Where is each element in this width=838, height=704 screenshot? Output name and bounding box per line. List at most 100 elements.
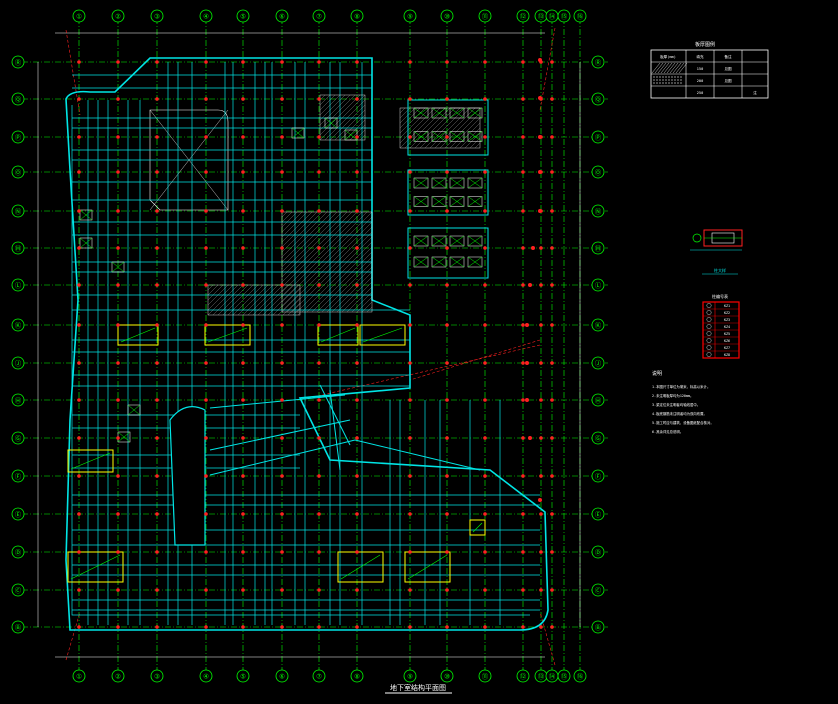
side-cell-x [431,256,447,268]
hatch-stroke [287,302,301,316]
row-axis-left-15-label: Ⓒ [15,586,22,594]
row-axis-right-9-label: Ⓙ [595,359,602,367]
col-axis-bottom-1-circle [72,669,86,683]
legend-dot [659,76,661,78]
row-axis-right-16: Ⓑ [591,620,605,634]
row-axis-left-13-circle [11,507,25,521]
column-13-14 [539,550,543,554]
column-8-6 [355,246,359,250]
column-8-14 [355,550,359,554]
column-3-13 [155,512,159,516]
side-cell [413,131,429,142]
col-axis-bottom-3-label: ③ [154,672,160,680]
col-axis-top-6: ⑥ [275,9,289,23]
col-axis-bottom-7: ⑦ [312,669,326,683]
hatch-stroke [464,132,481,149]
col-axis-top-16-label: ⑯ [577,12,584,20]
highlight-diag [407,554,448,580]
hatch-stroke [286,226,373,313]
column-1-7 [77,283,81,287]
highlight-frame [359,324,406,346]
col-axis-top-2-circle [111,9,125,23]
ramp-core [169,406,206,546]
col-axis-top-11: ⑪ [478,9,492,23]
column-2-13 [116,512,120,516]
hatch-stroke [207,284,224,301]
column-12-10 [521,398,525,402]
column-5-11 [241,436,245,440]
column-7-3 [317,135,321,139]
edge-column-12 [538,498,542,502]
opening-frame [344,129,358,141]
column-2-2 [116,97,120,101]
col-axis-bottom-10-label: ⑩ [444,672,450,680]
legend-dot [656,76,658,78]
row-axis-right-9: Ⓙ [591,356,605,370]
col-axis-top-9-label: ⑨ [407,12,413,20]
legend-header-3: 备注 [724,54,732,59]
column-11-11 [483,436,487,440]
opening-frame [79,209,93,221]
hatch-stroke [281,211,303,233]
column-2-1 [116,60,120,64]
column-6-7 [280,283,284,287]
side-detail-block-3 [407,227,489,279]
column-1-2 [77,97,81,101]
legend-dot [668,82,670,84]
column-7-14 [317,550,321,554]
hatch-stroke [281,211,343,273]
dashed-diag-2 [539,27,556,111]
column-12-2 [521,97,525,101]
col-axis-bottom-2-circle [111,669,125,683]
column-11-4 [483,170,487,174]
column-3-6 [155,246,159,250]
highlight-diag [340,554,381,580]
col-axis-top-13-label: ⑬ [538,12,545,20]
side-block-frame [407,227,489,279]
row-axis-right-3-circle [591,130,605,144]
hatch-stroke [319,94,346,121]
column-10-6 [445,246,449,250]
column-9-7 [408,283,412,287]
col-axis-top-2-label: ② [115,12,121,20]
row-axis-left-1: Ⓡ [11,55,25,69]
hatch-stroke [399,107,431,139]
side-cell-x [467,131,483,142]
col-axis-top-8: ⑧ [350,9,364,23]
col-axis-top-16: ⑯ [573,9,587,23]
col-axis-top-15-label: ⑮ [561,12,568,20]
column-5-12 [241,474,245,478]
row-axis-right-11: Ⓖ [591,431,605,445]
col-axis-bottom-13: ⑬ [534,669,548,683]
hatch-stroke [281,211,318,248]
col-axis-bottom-4-circle [199,669,213,683]
opening-x [79,209,93,221]
column-5-2 [241,97,245,101]
opening-box-4 [127,404,141,416]
column-6-2 [280,97,284,101]
hatch-stroke [291,231,373,313]
legend-dot [653,82,655,84]
row-axis-left-15: Ⓒ [11,583,25,597]
column-6-9 [280,361,284,365]
row-axis-left-14-circle [11,545,25,559]
column-4-5 [204,209,208,213]
column-2-16 [116,625,120,629]
note-line-5: 5.施工时应与建筑、设备图纸配合核对。 [652,420,714,425]
column-12-15 [521,588,525,592]
side-cell [467,196,483,207]
hatch-stroke [207,284,229,306]
schedule-row-2: KZ2 [724,311,730,315]
column-8-9 [355,361,359,365]
dashed-diag-5 [409,339,541,381]
col-axis-top-10: ⑩ [440,9,454,23]
side-cell-x [449,131,465,142]
hatch-stroke [439,107,481,149]
column-1-10 [77,398,81,402]
hatch-stroke [474,142,481,149]
column-1-8 [77,323,81,327]
side-cell [449,235,465,247]
opening-x [127,404,141,416]
row-axis-left-16: Ⓑ [11,620,25,634]
